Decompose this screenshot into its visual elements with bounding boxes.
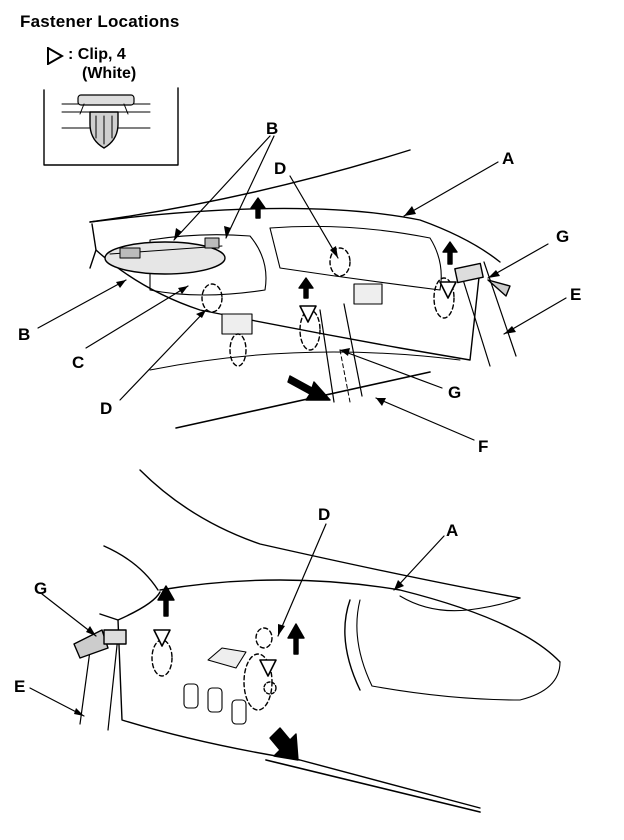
callout-e-bottom: E <box>14 677 25 696</box>
callout-g-middle: G <box>448 383 461 402</box>
callout-e-right: E <box>570 285 581 304</box>
callout-d-left: D <box>100 399 112 418</box>
callout-a-top: A <box>502 149 514 168</box>
callout-a-bottom: A <box>446 521 458 540</box>
legend-clip-color: (White) <box>82 65 137 82</box>
triangle-outline-icon <box>47 47 64 65</box>
leader-arrowheads <box>74 206 516 716</box>
callout-b-top: B <box>266 119 278 138</box>
callout-d-top: D <box>274 159 286 178</box>
legend-clip-label: : Clip, 4 <box>68 46 126 63</box>
diagram-title: Fastener Locations <box>20 12 180 31</box>
callout-g-bottom: G <box>34 579 47 598</box>
top-view <box>89 149 517 429</box>
clip-detail-inset <box>43 87 179 166</box>
callout-labels: A B B C D D G E G F D A G E <box>14 119 581 696</box>
callout-d-bottom: D <box>318 505 330 524</box>
callout-b-left: B <box>18 325 30 344</box>
callout-c: C <box>72 353 84 372</box>
callout-f: F <box>478 437 488 456</box>
leader-lines <box>29 135 567 717</box>
callout-g-right: G <box>556 227 569 246</box>
bottom-view <box>73 469 561 813</box>
